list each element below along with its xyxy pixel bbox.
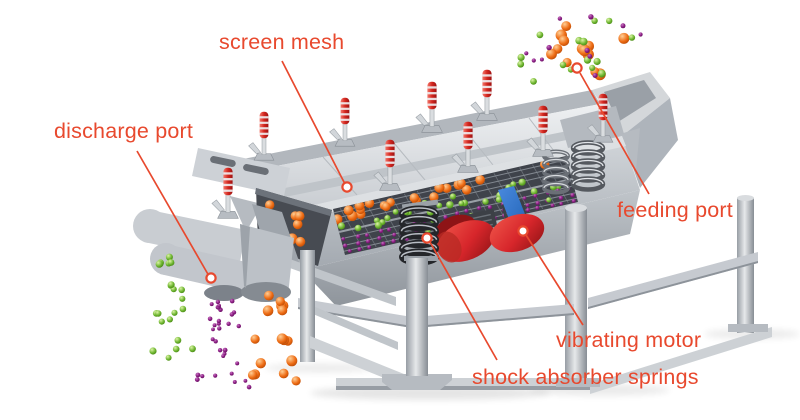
feed-particles [517,14,643,87]
marker-screen-mesh [341,181,353,193]
label-vibrating-motor: vibrating motor [556,328,702,352]
label-feeding-port: feeding port [617,198,733,222]
rear-spring [542,149,570,195]
annotation-leaders [136,60,650,361]
machine-underside [302,186,640,306]
marker-discharge-port [205,272,217,284]
support-frame [287,106,772,394]
marker-feeding-port [571,62,583,74]
label-screen-mesh: screen mesh [219,30,345,54]
toggle-clamp [248,111,275,161]
oversize-stream-orange [247,290,301,386]
fines-stream-purple [194,298,252,390]
marker-shock-springs [421,232,433,244]
fines-stream-green [149,253,196,361]
label-shock-absorber-springs: shock absorber springs [472,365,699,389]
right-spring [570,140,606,192]
label-discharge-port: discharge port [54,119,194,143]
shock-absorber-spring [399,199,439,376]
marker-vibrating-motor [517,225,529,237]
